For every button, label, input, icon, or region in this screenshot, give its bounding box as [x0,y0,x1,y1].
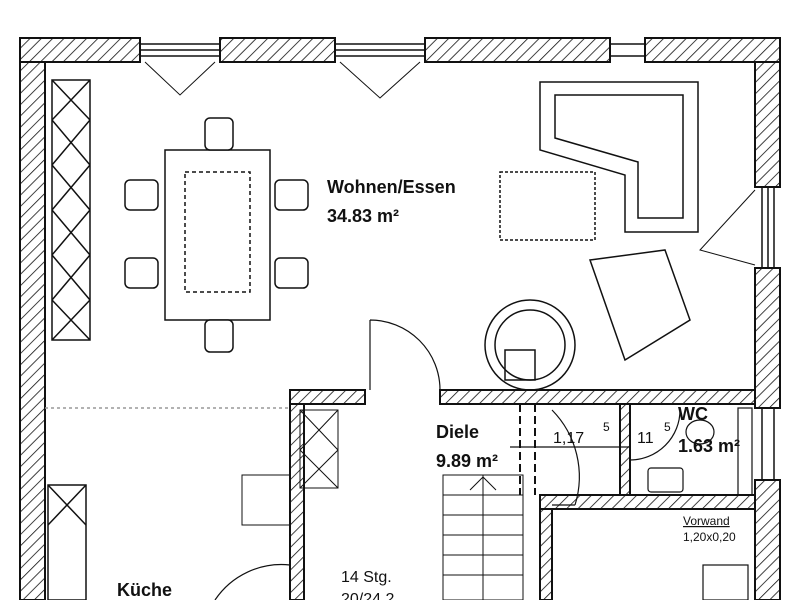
dimension-width-a: 1,17 [553,430,584,447]
room-area-diele: 9.89 m² [436,451,498,471]
stairs [241,409,524,600]
wardrobe [47,79,91,600]
sofa [484,81,699,391]
window-swings [144,61,756,266]
vorwand-label: Vorwand [683,514,730,528]
room-area-wc: 1.63 m² [678,436,740,456]
doors [214,319,681,600]
dining-table [124,117,309,353]
stairs-ratio: 20/24,2 [341,591,394,600]
windows [45,43,775,481]
stairs-steps: 14 Stg. [341,569,392,586]
dimension-width-b-sup: 5 [664,420,671,434]
room-area-wohnen: 34.83 m² [327,206,399,226]
room-label-wc: WC [678,404,708,424]
dimension-width-b: 11 [637,430,654,447]
room-label-kueche: Küche [117,580,172,600]
dimension-width-a-sup: 5 [603,420,610,434]
walls [19,37,781,600]
wc-fixtures [510,407,753,600]
room-label-diele: Diele [436,422,479,442]
room-label-wohnen: Wohnen/Essen [327,177,456,197]
vorwand-size: 1,20x0,20 [683,530,736,544]
